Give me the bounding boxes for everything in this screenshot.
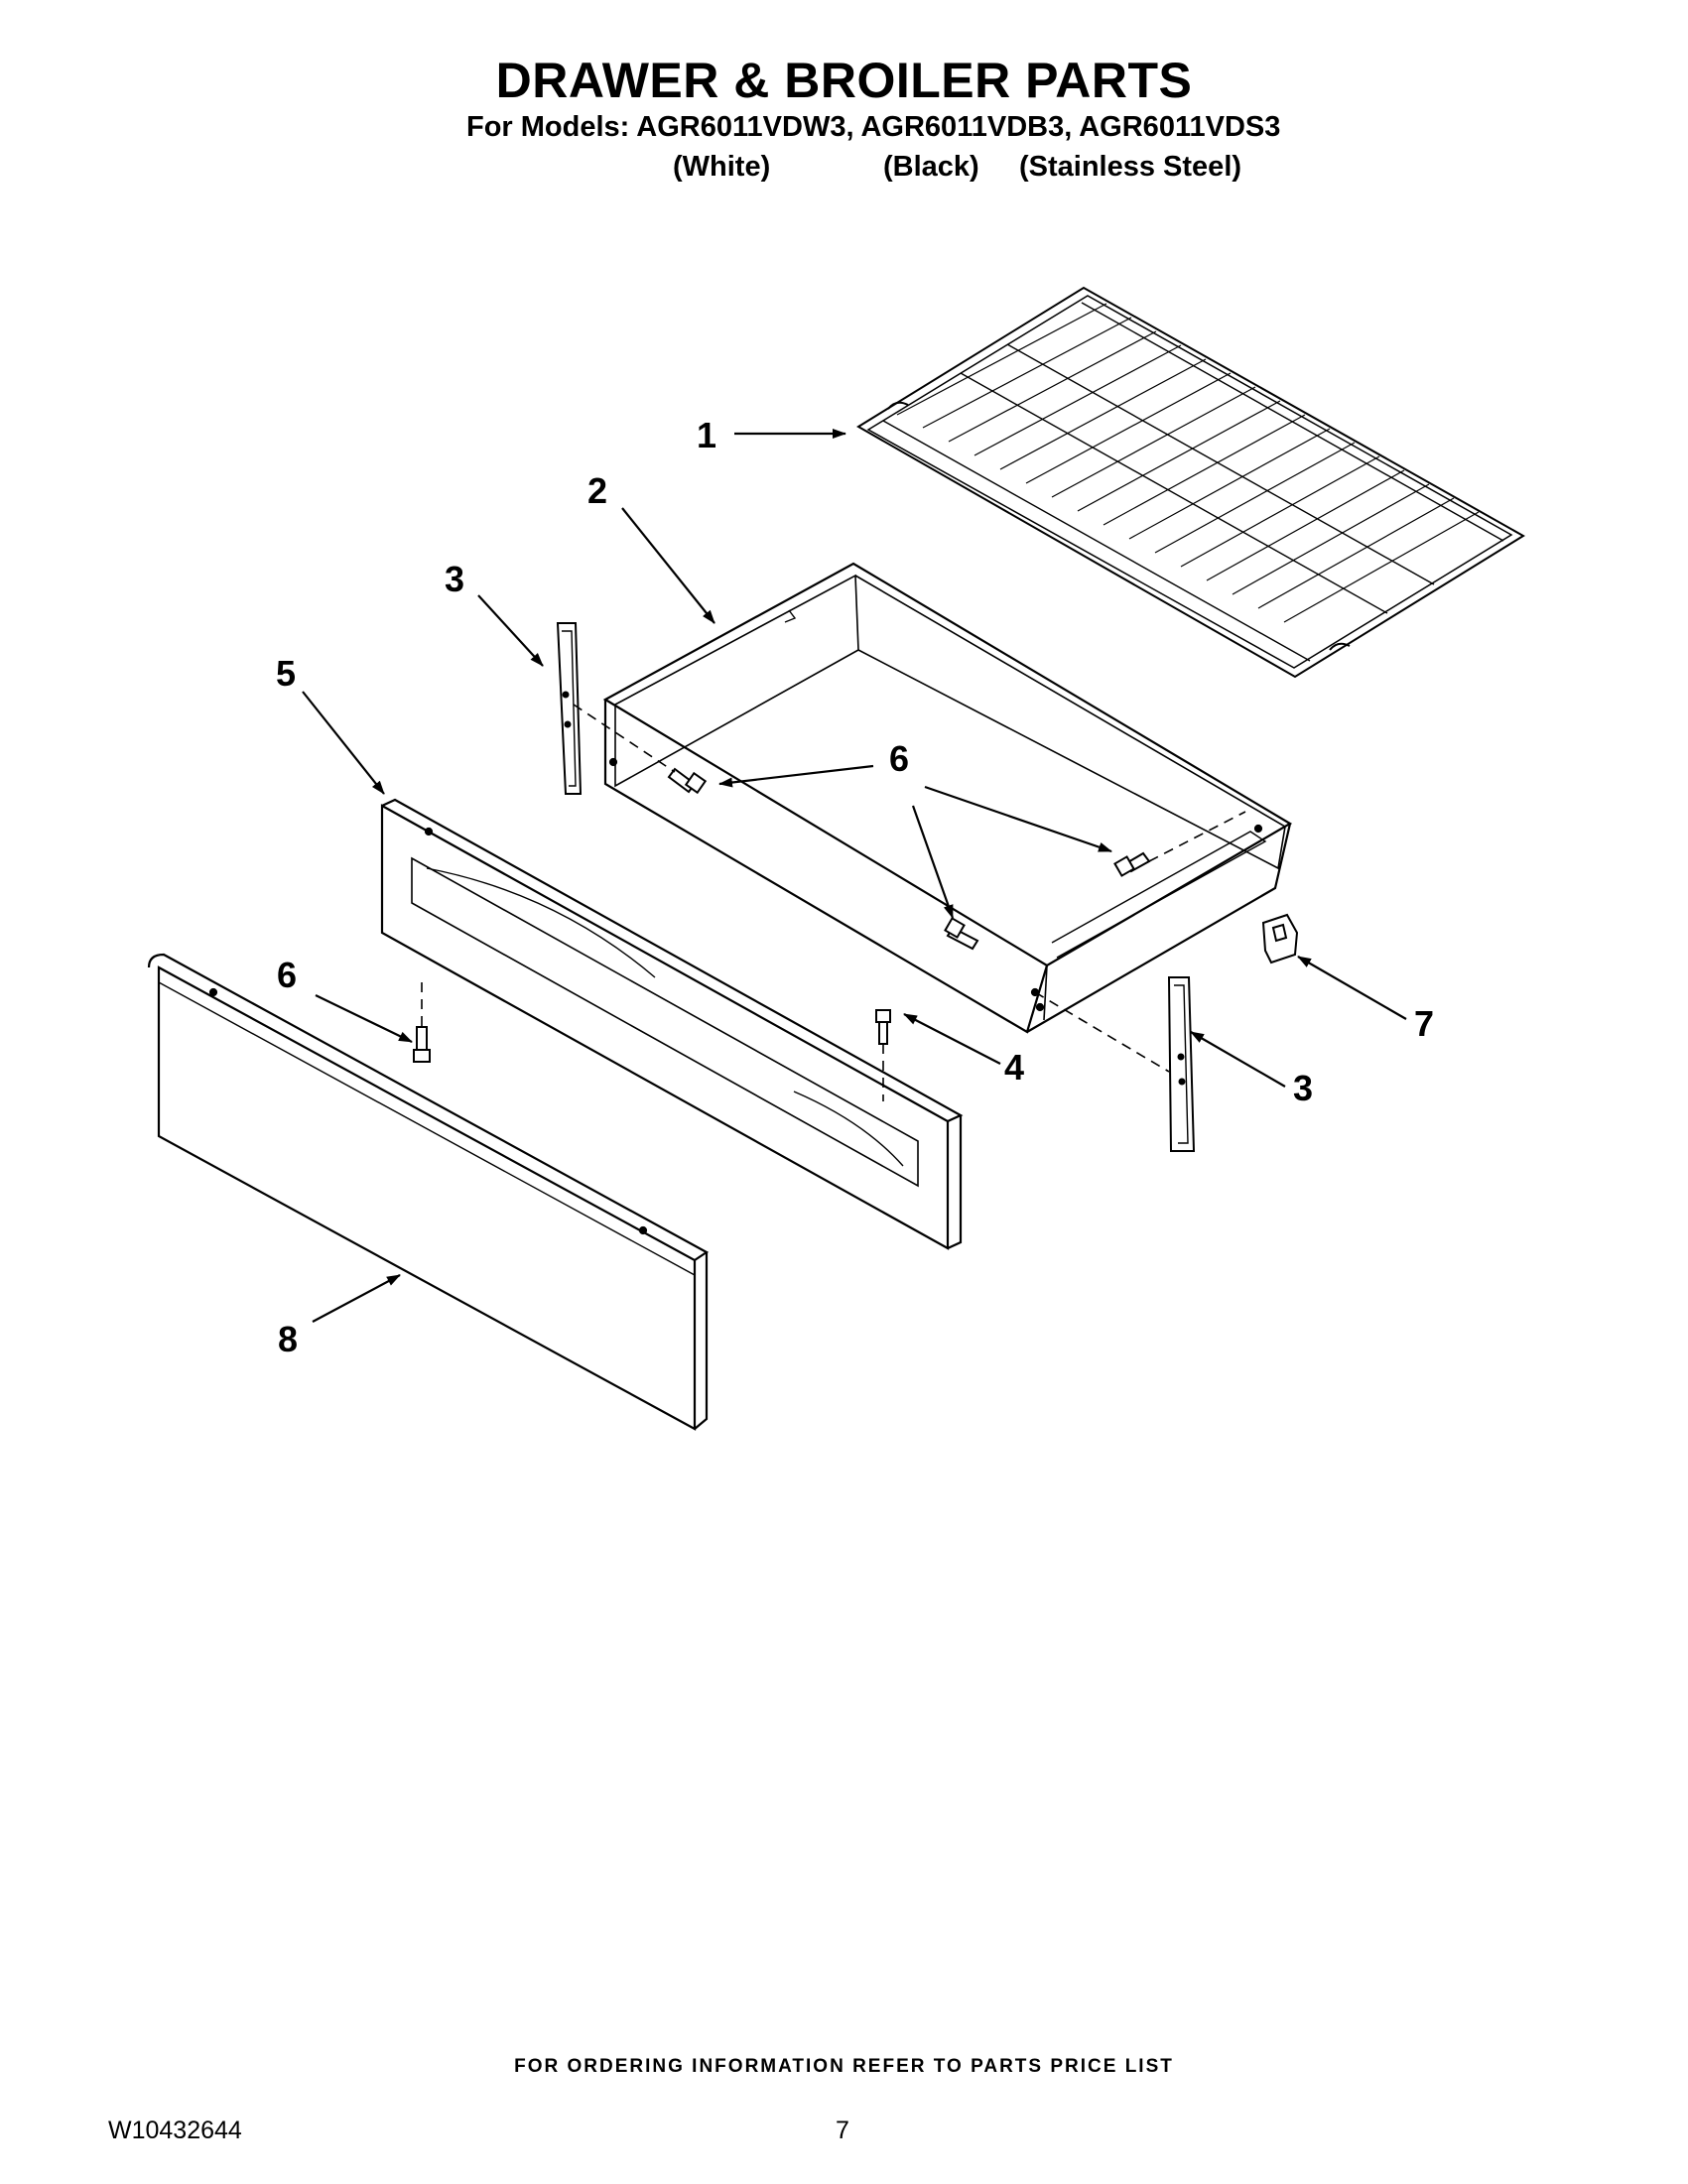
screw-drawer-right — [1113, 851, 1151, 877]
color-label-black: (Black) — [883, 151, 979, 183]
page-number: 7 — [836, 2117, 849, 2144]
callout-2: 2 — [587, 470, 607, 511]
color-label-stainless: (Stainless Steel) — [1019, 151, 1242, 183]
callout-5: 5 — [276, 653, 296, 694]
callout-3-right: 3 — [1293, 1068, 1313, 1108]
document-number: W10432644 — [108, 2117, 242, 2144]
callout-4: 4 — [1004, 1047, 1024, 1088]
color-label-white: (White) — [673, 151, 771, 183]
callout-8: 8 — [278, 1319, 298, 1359]
callout-3-left: 3 — [445, 559, 464, 599]
callout-1: 1 — [697, 415, 716, 455]
assembly-lines — [421, 704, 1246, 1101]
models-line: For Models: AGR6011VDW3, AGR6011VDB3, AG… — [466, 111, 1281, 143]
drawer-trim-panel — [147, 953, 710, 1431]
screw-drawer-left — [667, 767, 708, 795]
screw-front-panel — [413, 1026, 431, 1063]
drawer-body — [602, 562, 1293, 1034]
callout-6-lower: 6 — [277, 955, 297, 995]
screw-drawer-bottom — [944, 917, 979, 951]
drawer-slide-left — [556, 622, 583, 795]
page-title: DRAWER & BROILER PARTS — [495, 53, 1193, 108]
drawer-pin — [875, 1009, 891, 1045]
drawer-front-panel — [380, 798, 964, 1250]
drawer-clip — [1261, 913, 1299, 964]
leader-arrows — [302, 429, 1407, 1323]
callout-6-upper: 6 — [889, 738, 909, 779]
callout-7: 7 — [1414, 1003, 1434, 1044]
broiler-rack — [856, 286, 1525, 679]
ordering-note: FOR ORDERING INFORMATION REFER TO PARTS … — [514, 2056, 1174, 2077]
drawer-slide-right — [1167, 976, 1196, 1152]
